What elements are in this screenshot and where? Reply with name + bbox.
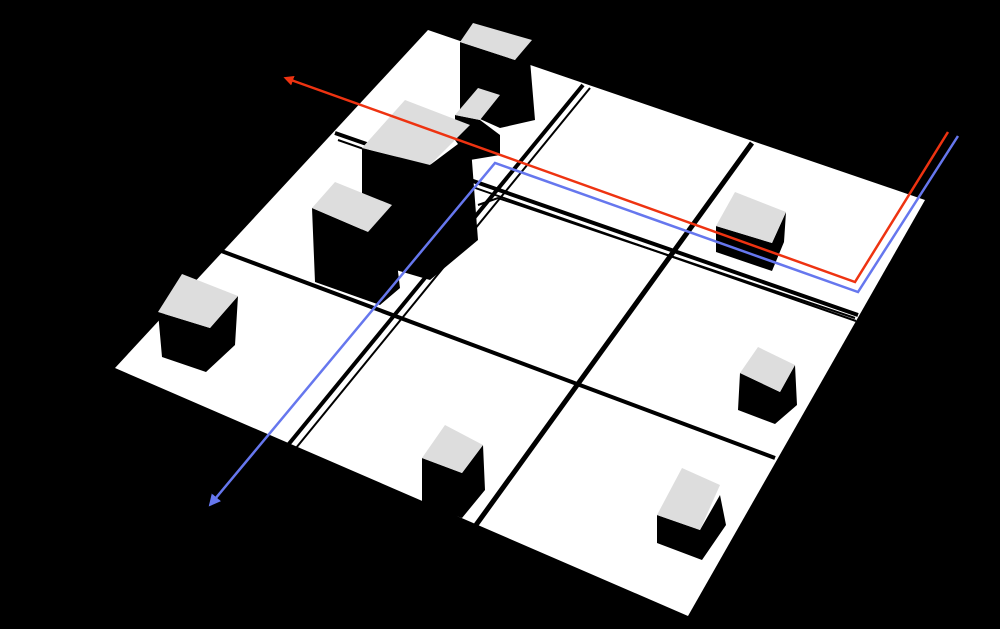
street-line-vertical-2 [473,141,755,527]
routes [208,75,960,507]
street-line-horizontal-2 [199,241,776,460]
building-block-4-side [312,205,400,305]
route-red [283,75,950,284]
building-block-9 [657,468,726,560]
building-blocks [158,23,797,560]
building-block-2-top [455,88,500,120]
building-block-5-side [158,296,238,372]
building-block-6 [716,192,786,271]
route-blue [208,135,960,507]
building-block-4-top [312,182,392,232]
building-block-3-top [362,100,470,165]
building-block-5 [158,274,238,372]
building-block-8-top [422,425,483,473]
building-block-7 [738,347,797,424]
building-block-4 [312,182,400,305]
building-block-6-side [716,212,786,271]
ground-plane [115,30,925,616]
building-block-8-side [422,445,485,518]
street-line-inner-corner [477,196,856,319]
building-block-1-top [460,23,532,60]
building-block-7-side [738,365,797,424]
building-block-7-top [740,347,795,392]
building-block-9-top [657,468,720,530]
building-block-5-top [158,274,238,328]
building-block-8 [422,425,485,518]
building-block-9-side [657,495,726,560]
building-block-6-top [716,192,786,243]
